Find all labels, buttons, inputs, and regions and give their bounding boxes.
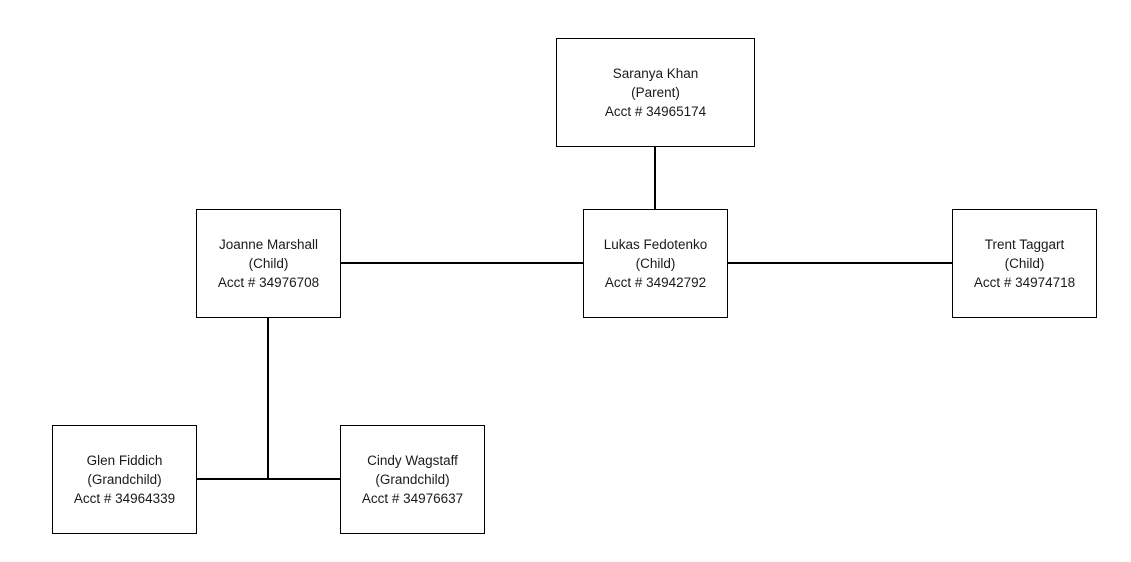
node-account-number: Acct # 34976637 <box>361 491 464 506</box>
node-joanne-marshall: Joanne Marshall (Child) Acct # 34976708 <box>196 209 341 318</box>
node-role: (Grandchild) <box>87 472 162 487</box>
node-name: Glen Fiddich <box>86 453 163 468</box>
node-account-number: Acct # 34965174 <box>604 104 707 119</box>
node-role: (Parent) <box>631 85 680 100</box>
node-account-number: Acct # 34942792 <box>604 275 707 290</box>
node-role: (Child) <box>635 256 676 271</box>
node-role: (Grandchild) <box>375 472 450 487</box>
node-role: (Child) <box>1004 256 1045 271</box>
node-role: (Child) <box>248 256 289 271</box>
node-name: Cindy Wagstaff <box>367 453 458 468</box>
node-name: Joanne Marshall <box>218 237 319 252</box>
node-account-number: Acct # 34976708 <box>217 275 320 290</box>
connector-glen-to-cindy <box>197 478 340 480</box>
node-name: Trent Taggart <box>984 237 1065 252</box>
connector-joanne-to-lukas <box>341 262 583 264</box>
node-name: Lukas Fedotenko <box>603 237 708 252</box>
node-name: Saranya Khan <box>612 66 699 81</box>
node-cindy-wagstaff: Cindy Wagstaff (Grandchild) Acct # 34976… <box>340 425 485 534</box>
node-account-number: Acct # 34974718 <box>973 275 1076 290</box>
connector-joanne-to-grandchildren <box>267 318 269 480</box>
node-trent-taggart: Trent Taggart (Child) Acct # 34974718 <box>952 209 1097 318</box>
node-saranya-khan: Saranya Khan (Parent) Acct # 34965174 <box>556 38 755 147</box>
connector-lukas-to-trent <box>728 262 952 264</box>
node-lukas-fedotenko: Lukas Fedotenko (Child) Acct # 34942792 <box>583 209 728 318</box>
connector-parent-to-child <box>654 147 656 209</box>
node-account-number: Acct # 34964339 <box>73 491 176 506</box>
node-glen-fiddich: Glen Fiddich (Grandchild) Acct # 3496433… <box>52 425 197 534</box>
